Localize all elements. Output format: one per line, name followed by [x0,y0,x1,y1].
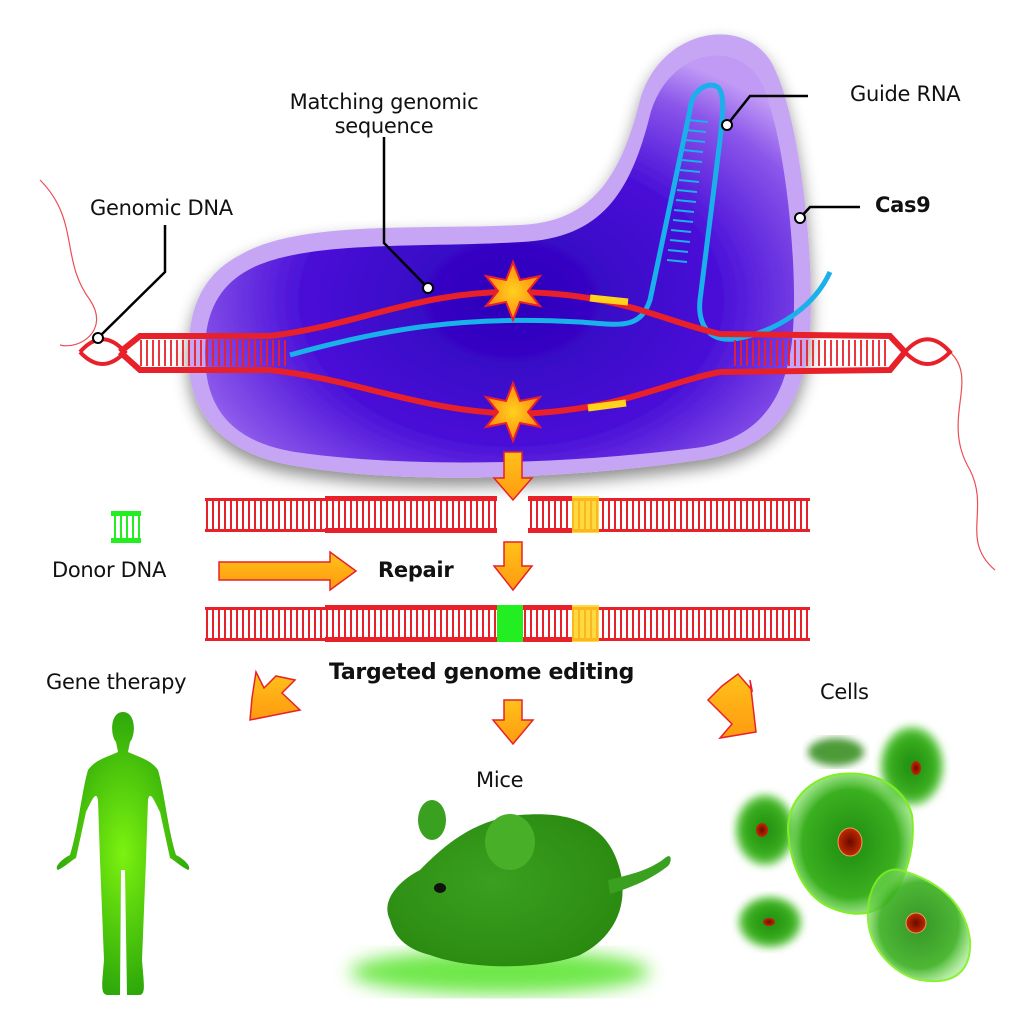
cleavage-site-top [483,259,543,323]
gene-therapy-label: Gene therapy [46,670,187,694]
matching-sequence-label-line1: Matching genomic [289,90,479,114]
genomic-dna-label: Genomic DNA [90,196,233,220]
callout-lines [97,94,860,339]
cut-dna [205,496,810,533]
arrow-mice [491,699,535,746]
guide-rna-label: Guide RNA [850,82,961,106]
arrow-gene-therapy [249,669,302,721]
repaired-dna [205,605,810,642]
cas9-protein [188,34,811,478]
guide-rna-pointer [721,119,733,131]
matching-sequence-label: Matching genomic sequence [266,90,502,138]
matching-sequence-pointer [422,282,434,294]
matching-sequence-label-line2: sequence [334,114,434,139]
arrow-donor-to-repair [218,550,358,592]
human-figure [56,712,190,995]
cas9-pointer [794,212,806,224]
cells-cluster [735,726,972,983]
cas9-label: Cas9 [875,193,931,217]
mouse-figure [350,800,671,994]
mice-label: Mice [476,768,524,792]
arrow-cleave [492,451,534,502]
arrow-cells [706,672,757,740]
donor-dna-label: Donor DNA [52,558,167,582]
arrow-repair-down [492,541,534,592]
cells-label: Cells [820,680,869,704]
repair-label: Repair [378,558,454,582]
guide-rna [289,82,833,358]
donor-dna-fragment [111,511,141,543]
genomic-dna-pointer [92,332,104,344]
targeted-editing-label: Targeted genome editing [329,660,635,685]
cleavage-site-bottom [483,380,543,444]
